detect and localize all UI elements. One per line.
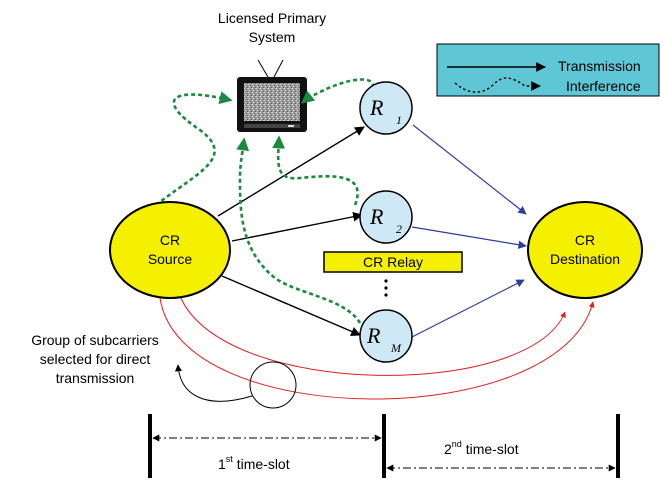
cr-destination-label-line2: Destination (550, 251, 620, 267)
subcarrier-note-line2: selected for direct (40, 351, 151, 367)
relay-r1-sub: 1 (396, 113, 402, 127)
relay-node-r2: R 2 (359, 190, 413, 244)
relay-rm-name: R (366, 323, 381, 348)
legend: Transmission Interference (436, 43, 660, 97)
television-icon (237, 59, 307, 132)
legend-interference-line (454, 77, 541, 93)
relay-node-r1: R 1 (359, 81, 413, 135)
subcarrier-note-line3: transmission (56, 370, 135, 386)
primary-system-label-line1: Licensed Primary (218, 10, 326, 26)
first-hop-links (217, 126, 365, 337)
relay-ellipsis (384, 279, 388, 297)
subcarrier-note-line1: Group of subcarriers (31, 332, 159, 348)
timeslot-axis: 1st time-slot 2nd time-slot (148, 414, 620, 478)
cr-source-label-line2: Source (148, 251, 193, 267)
cr-source-node: CR Source (109, 201, 231, 299)
second-hop-links (409, 124, 527, 339)
relay-r2-name: R (369, 204, 384, 229)
cr-relay-label: CR Relay (363, 254, 423, 270)
relay-r1-name: R (369, 95, 384, 120)
relay-r2-sub: 2 (396, 222, 402, 236)
legend-interference-label: Interference (566, 78, 641, 94)
timeslot-2-label: 2nd time-slot (444, 439, 519, 457)
direct-links (159, 295, 595, 400)
primary-system-label-line2: System (249, 29, 296, 45)
subcarrier-group-circle (249, 361, 297, 409)
relay-node-rm: R M (359, 309, 413, 363)
cr-relay-label-box: CR Relay (323, 251, 463, 273)
timeslot-1-label: 1st time-slot (218, 454, 290, 472)
legend-transmission-label: Transmission (558, 58, 641, 74)
subcarrier-annotation: Group of subcarriers selected for direct… (31, 332, 297, 409)
cr-destination-label-line1: CR (575, 232, 595, 248)
relay-rm-sub: M (390, 341, 402, 355)
cr-source-label-line1: CR (160, 232, 180, 248)
cr-destination-node: CR Destination (527, 201, 643, 299)
